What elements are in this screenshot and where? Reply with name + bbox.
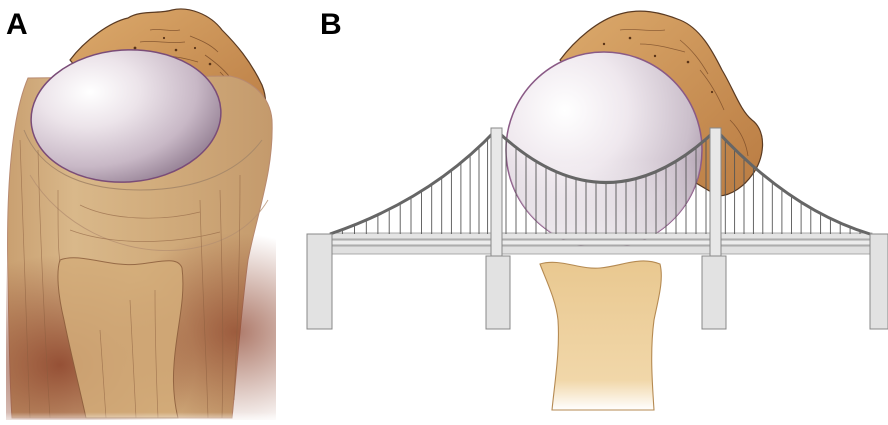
bridge-deck — [330, 233, 872, 254]
shaft-fade — [0, 340, 290, 425]
panel-a-humerus — [0, 9, 290, 425]
panel-b-bridge-analogy — [307, 11, 888, 410]
abutment-right — [870, 234, 888, 329]
pier-right — [702, 256, 726, 329]
humeral-head-b-fade — [506, 52, 702, 248]
humerus-shaft-b — [540, 261, 661, 410]
pier-left — [486, 256, 510, 329]
tower-left — [491, 128, 502, 256]
tower-right — [710, 128, 721, 256]
abutment-left — [307, 234, 332, 329]
